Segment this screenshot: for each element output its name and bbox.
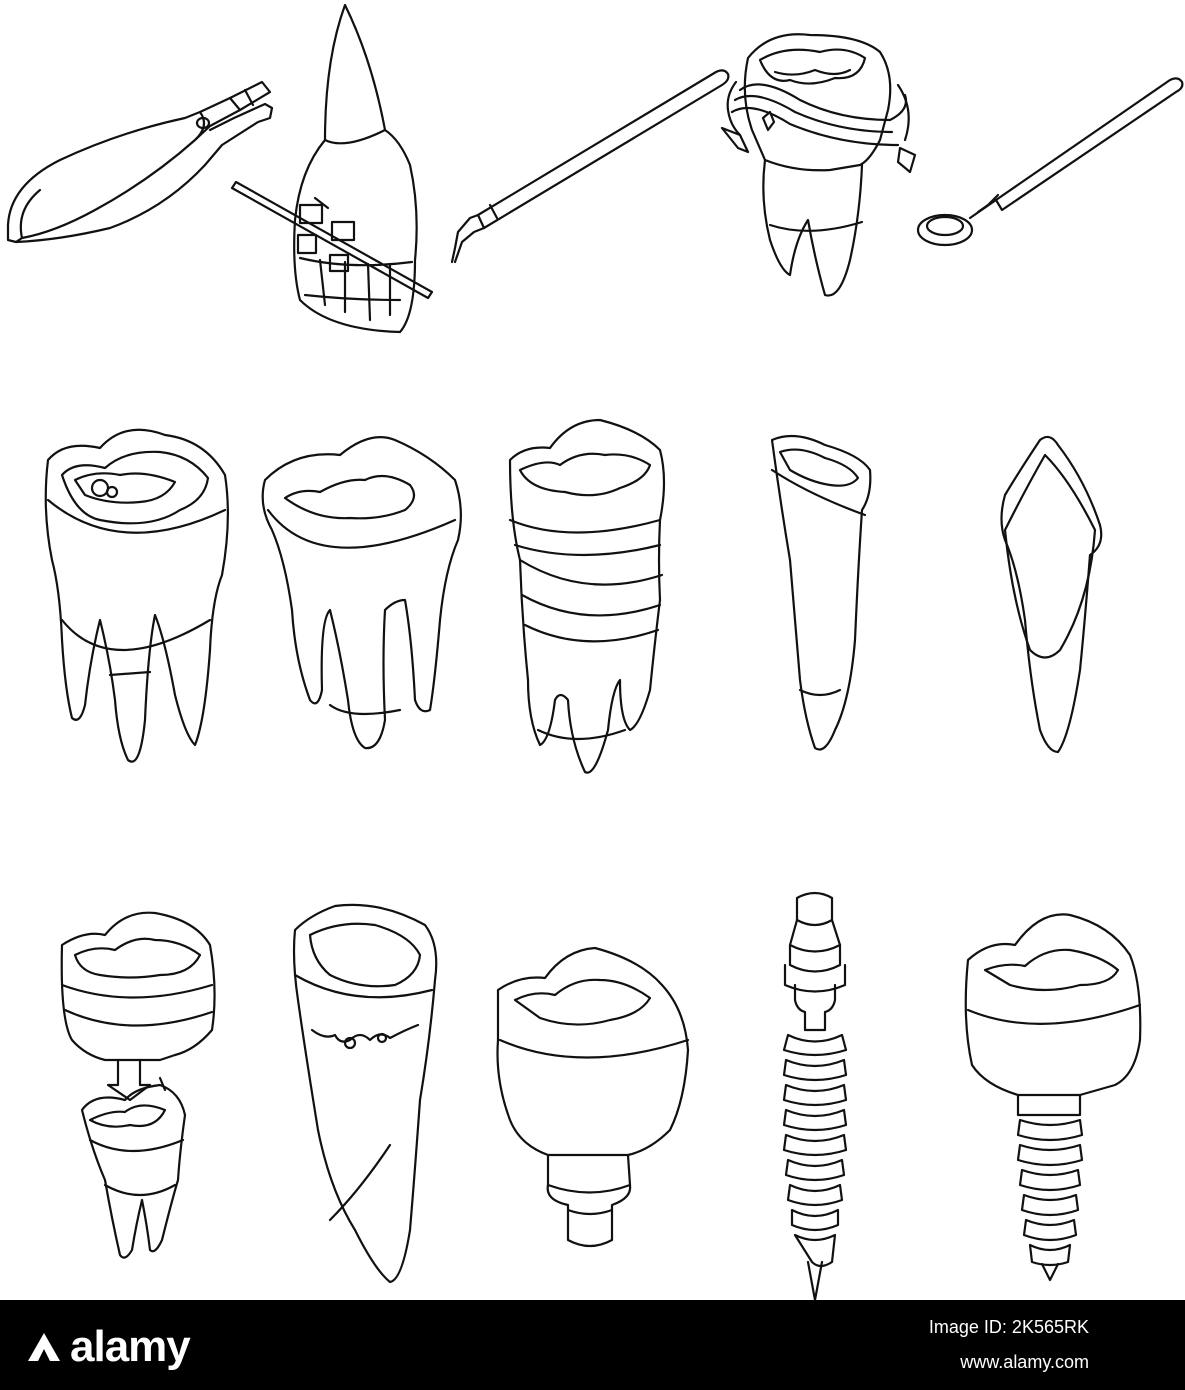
brand-name: alamy xyxy=(70,1322,191,1371)
implant-crown-icon xyxy=(964,913,1142,1282)
crown-placement-icon xyxy=(60,911,216,1259)
orthodontic-pliers-icon xyxy=(6,80,274,244)
canine-icon xyxy=(1000,435,1103,754)
tooth-with-floss-icon xyxy=(720,33,917,297)
brand-logo: alamy xyxy=(24,1322,191,1372)
dental-mirror-icon xyxy=(916,77,1184,247)
stock-url[interactable]: www.alamy.com xyxy=(960,1352,1089,1372)
molar-with-cavity-icon xyxy=(44,428,229,763)
tooth-with-braces-icon xyxy=(230,3,434,334)
crown-abutment-icon xyxy=(496,946,690,1248)
molar-icon xyxy=(261,436,462,750)
incisor-icon xyxy=(770,434,872,751)
broken-tooth-icon xyxy=(292,903,438,1284)
image-id: Image ID: 2K565RK xyxy=(928,1317,1089,1337)
tooth-layers-icon xyxy=(508,418,666,774)
alamy-logo-icon xyxy=(28,1333,60,1361)
watermark-footer: alamy Image ID: 2K565RK www.alamy.com xyxy=(0,1300,1185,1390)
dental-probe-icon xyxy=(450,69,730,264)
dental-icon-set xyxy=(6,3,1184,1300)
implant-screw-icon xyxy=(782,891,848,1300)
